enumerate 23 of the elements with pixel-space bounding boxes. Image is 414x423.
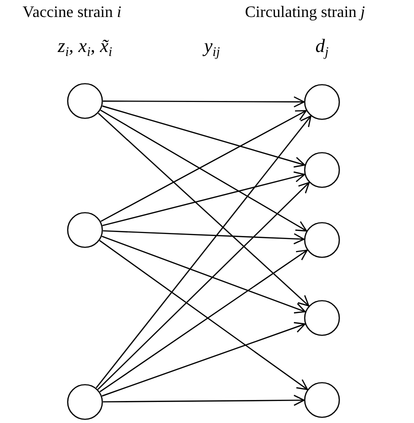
arrow	[96, 116, 312, 388]
math-label: z$_{i}$, x$_{i}$, x̃$_{i}$	[58, 36, 112, 58]
strain-node-circle	[67, 384, 103, 420]
arrow	[102, 105, 306, 168]
arrow	[102, 236, 306, 314]
arrow	[103, 394, 305, 406]
arrow	[102, 230, 305, 244]
arrow	[102, 322, 306, 397]
strain-node-circle	[67, 83, 103, 119]
strain-node-circle	[304, 84, 340, 120]
strain-node-circle	[304, 300, 340, 336]
arrow	[97, 182, 310, 390]
column-heading: Vaccine strain i	[22, 4, 122, 22]
strain-node-circle	[304, 222, 340, 258]
arrow	[102, 171, 306, 226]
column-heading: Circulating strain j	[245, 4, 365, 22]
arrow	[98, 112, 310, 306]
strain-node-circle	[67, 212, 103, 248]
arrow	[103, 96, 305, 108]
math-label: d$_{j}$	[315, 36, 329, 58]
strain-node-circle	[304, 152, 340, 188]
math-label: y$_{ij}$	[204, 36, 220, 58]
strain-node-circle	[304, 382, 340, 418]
